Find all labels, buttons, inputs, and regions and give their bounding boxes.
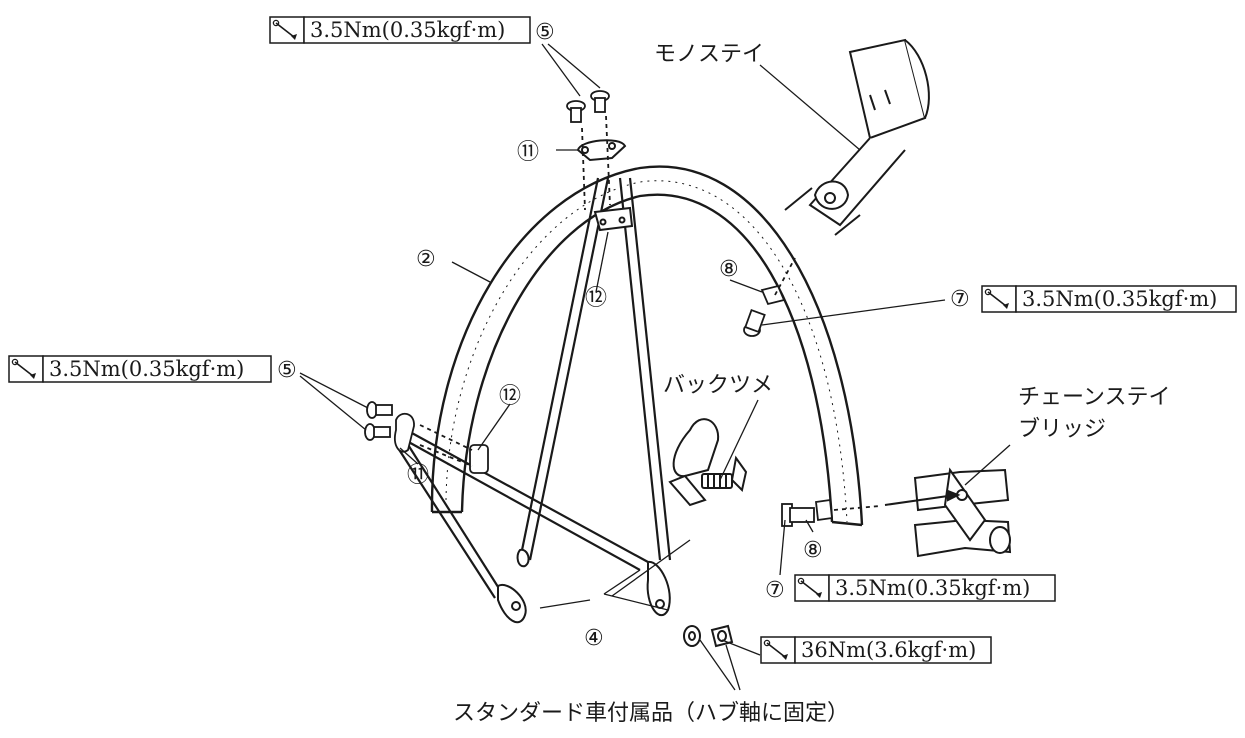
part-number-12-mid: ⑫ — [499, 384, 521, 409]
torque-value: 3.5Nm(0.35kgf·m) — [835, 576, 1030, 600]
part-number-8-upper: ⑧ — [719, 257, 739, 282]
leader-lines — [299, 43, 1011, 691]
torque-value: 36Nm(3.6kgf·m) — [801, 638, 976, 662]
torque-value: 3.5Nm(0.35kgf·m) — [49, 357, 244, 381]
torque-box-right-lower: 3.5Nm(0.35kgf·m) — [794, 574, 1056, 602]
part-number-12-top: ⑫ — [585, 286, 607, 311]
part-number-7-upper: ⑦ — [950, 287, 970, 312]
label-chainstay-bridge-line2: ブリッジ — [1018, 417, 1106, 442]
axle-hardware — [683, 624, 734, 648]
torque-box-right-upper: 3.5Nm(0.35kgf·m) — [981, 285, 1237, 313]
part-number-5-top: ⑤ — [535, 20, 555, 45]
fender — [430, 165, 864, 527]
part-number-5-left: ⑤ — [277, 358, 297, 383]
back-dropout — [668, 418, 748, 507]
torque-value: 3.5Nm(0.35kgf·m) — [1022, 287, 1217, 311]
stay-eyes — [497, 548, 671, 624]
label-chainstay-bridge-line1: チェーンステイ — [1018, 385, 1170, 410]
torque-box-axle: 36Nm(3.6kgf·m) — [760, 636, 992, 664]
torque-value: 3.5Nm(0.35kgf·m) — [310, 18, 505, 42]
top-bracket — [576, 139, 634, 232]
torque-box-left: 3.5Nm(0.35kgf·m) — [8, 355, 272, 383]
torque-wrench-icon — [760, 636, 796, 664]
torque-wrench-icon — [794, 574, 830, 602]
part-number-2: ② — [416, 247, 436, 272]
left-bracket — [364, 401, 489, 474]
part-number-11-left: ⑪ — [407, 463, 429, 488]
part-number-8-lower: ⑧ — [803, 538, 823, 563]
right-hardware — [743, 257, 881, 527]
torque-wrench-icon — [269, 16, 305, 44]
fender-stays — [397, 177, 672, 599]
part-number-7-lower: ⑦ — [765, 578, 785, 603]
monostay-tube — [784, 38, 930, 236]
part-number-4: ④ — [584, 626, 604, 651]
torque-box-top-left: 3.5Nm(0.35kgf·m) — [269, 16, 531, 44]
label-standard-parts: スタンダード車付属品（ハブ軸に固定） — [453, 701, 849, 726]
label-monostay: モノステイ — [654, 42, 764, 67]
torque-wrench-icon — [981, 285, 1017, 313]
part-number-11-top: ⑪ — [517, 140, 539, 165]
chainstay-bridge — [884, 467, 1012, 558]
torque-wrench-icon — [8, 355, 44, 383]
top-bolts — [566, 90, 611, 211]
label-back-tsume: バックツメ — [663, 373, 773, 398]
